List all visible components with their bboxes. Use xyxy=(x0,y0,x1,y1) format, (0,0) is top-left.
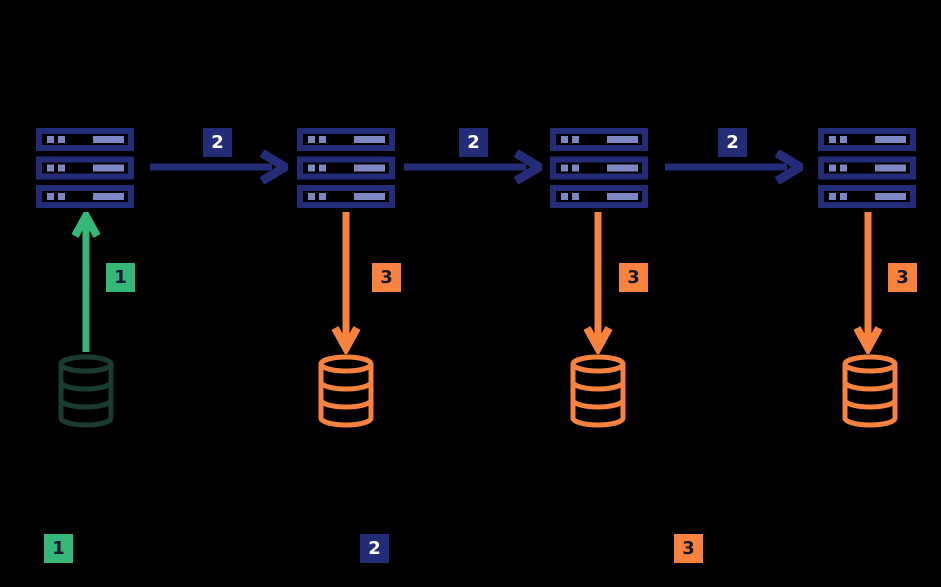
database-cylinder-icon xyxy=(570,354,626,428)
step-3-badge-2: 3 xyxy=(619,263,648,292)
server-rack-stack-icon xyxy=(818,128,916,208)
step-2-badge-3: 2 xyxy=(718,128,747,157)
legend-badge-2: 2 xyxy=(360,534,389,563)
replica-database-2 xyxy=(570,354,626,428)
ingest-arrow-up xyxy=(72,212,100,352)
replication-arrow-2 xyxy=(404,150,542,184)
server-stack-1 xyxy=(36,128,134,208)
legend-badge-3: 3 xyxy=(674,534,703,563)
step-3-badge-1: 3 xyxy=(372,263,401,292)
persist-arrow-down-2 xyxy=(584,212,612,354)
persist-arrow-down-3 xyxy=(854,212,882,354)
replication-arrow-1 xyxy=(150,150,288,184)
source-database xyxy=(58,354,114,428)
server-stack-4 xyxy=(818,128,916,208)
database-cylinder-icon xyxy=(58,354,114,428)
server-rack-stack-icon xyxy=(297,128,395,208)
step-3-badge-3: 3 xyxy=(888,263,917,292)
server-rack-stack-icon xyxy=(550,128,648,208)
step-2-badge-2: 2 xyxy=(459,128,488,157)
server-rack-stack-icon xyxy=(36,128,134,208)
database-cylinder-icon xyxy=(318,354,374,428)
replica-database-1 xyxy=(318,354,374,428)
step-1-badge: 1 xyxy=(106,263,135,292)
replication-arrow-3 xyxy=(665,150,803,184)
database-cylinder-icon xyxy=(842,354,898,428)
replica-database-3 xyxy=(842,354,898,428)
server-stack-3 xyxy=(550,128,648,208)
step-2-badge-1: 2 xyxy=(203,128,232,157)
legend-badge-1: 1 xyxy=(44,534,73,563)
persist-arrow-down-1 xyxy=(332,212,360,354)
server-stack-2 xyxy=(297,128,395,208)
